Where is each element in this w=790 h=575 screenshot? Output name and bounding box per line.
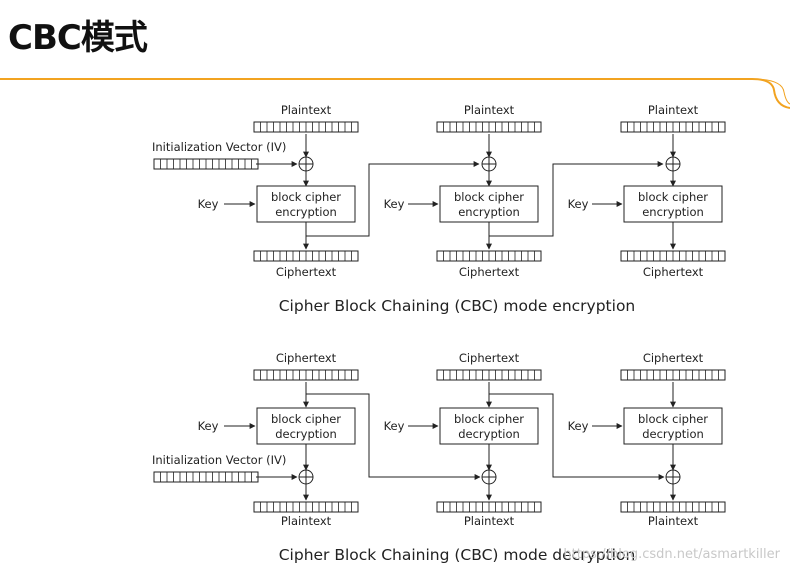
dec-xor-3 xyxy=(665,469,681,485)
enc-caption: Cipher Block Chaining (CBC) mode encrypt… xyxy=(279,297,636,315)
dec-block-line1-3: block cipher xyxy=(638,412,708,426)
dec-stage-2: Ciphertext block cipher decryption Key P… xyxy=(384,351,542,528)
dec-ciphertext-block-2 xyxy=(436,369,542,381)
dec-iv-block xyxy=(153,471,259,483)
enc-xor-1 xyxy=(298,156,314,172)
enc-plaintext-block-2 xyxy=(436,121,542,133)
enc-iv-block xyxy=(153,158,259,170)
enc-plaintext-label-1: Plaintext xyxy=(281,103,332,117)
dec-ciphertext-label-3: Ciphertext xyxy=(643,351,704,365)
enc-block-line2-2: encryption xyxy=(458,205,520,219)
enc-block-line1-3: block cipher xyxy=(638,190,708,204)
enc-block-cipher-1 xyxy=(256,185,356,223)
enc-block-line1-2: block cipher xyxy=(454,190,524,204)
encryption-diagram: Plaintext block cipher encryption Key Ci… xyxy=(152,103,726,315)
orange-divider xyxy=(0,78,790,109)
slide-title: CBC模式 xyxy=(8,18,148,58)
enc-stage-2: Plaintext block cipher encryption Key Ci… xyxy=(384,103,542,279)
dec-stage-1: Ciphertext block cipher decryption Key P… xyxy=(152,351,359,528)
dec-xor-1 xyxy=(298,469,314,485)
enc-block-line2-1: encryption xyxy=(275,205,337,219)
dec-key-label-1: Key xyxy=(198,419,219,433)
enc-block-line2-3: encryption xyxy=(642,205,704,219)
enc-chain-1 xyxy=(306,161,480,237)
dec-ciphertext-block-1 xyxy=(253,369,359,381)
enc-xor-3 xyxy=(665,156,681,172)
dec-block-line2-3: decryption xyxy=(642,427,704,441)
dec-stage-3: Ciphertext block cipher decryption Key P… xyxy=(568,351,726,528)
enc-ciphertext-block-1 xyxy=(253,250,359,262)
enc-chain-2 xyxy=(489,161,664,237)
dec-block-line1-2: block cipher xyxy=(454,412,524,426)
dec-ciphertext-label-1: Ciphertext xyxy=(276,351,337,365)
watermark: https://blog.csdn.net/asmartkiller xyxy=(563,547,780,562)
dec-plaintext-block-1 xyxy=(253,501,359,513)
dec-plaintext-label-3: Plaintext xyxy=(648,514,699,528)
enc-ciphertext-label-3: Ciphertext xyxy=(643,265,704,279)
enc-stage-3: Plaintext block cipher encryption Key Ci… xyxy=(568,103,726,279)
enc-ciphertext-block-2 xyxy=(436,250,542,262)
dec-block-line2-2: decryption xyxy=(458,427,520,441)
dec-iv-label: Initialization Vector (IV) xyxy=(152,453,286,467)
enc-block-cipher-2 xyxy=(439,185,539,223)
dec-caption: Cipher Block Chaining (CBC) mode decrypt… xyxy=(279,546,636,564)
dec-chain-2 xyxy=(489,393,665,480)
dec-chain-1 xyxy=(306,393,481,480)
enc-plaintext-block-3 xyxy=(620,121,726,133)
dec-block-line2-1: decryption xyxy=(275,427,337,441)
dec-key-label-3: Key xyxy=(568,419,589,433)
dec-xor-2 xyxy=(481,469,497,485)
enc-plaintext-label-2: Plaintext xyxy=(464,103,515,117)
dec-block-cipher-2 xyxy=(439,407,539,445)
enc-iv-label: Initialization Vector (IV) xyxy=(152,140,286,154)
enc-key-label-3: Key xyxy=(568,197,589,211)
enc-xor-2 xyxy=(481,156,497,172)
enc-ciphertext-block-3 xyxy=(620,250,726,262)
enc-key-label-1: Key xyxy=(198,197,219,211)
dec-ciphertext-block-3 xyxy=(620,369,726,381)
enc-plaintext-block-1 xyxy=(253,121,359,133)
enc-ciphertext-label-2: Ciphertext xyxy=(459,265,520,279)
enc-stage-1: Plaintext block cipher encryption Key Ci… xyxy=(152,103,359,279)
enc-block-line1-1: block cipher xyxy=(271,190,341,204)
dec-key-label-2: Key xyxy=(384,419,405,433)
dec-plaintext-block-3 xyxy=(620,501,726,513)
enc-ciphertext-label-1: Ciphertext xyxy=(276,265,337,279)
decryption-diagram: Ciphertext block cipher decryption Key P… xyxy=(152,351,726,564)
enc-plaintext-label-3: Plaintext xyxy=(648,103,699,117)
divider-curve-inner xyxy=(751,78,790,105)
enc-key-label-2: Key xyxy=(384,197,405,211)
dec-ciphertext-label-2: Ciphertext xyxy=(459,351,520,365)
dec-plaintext-label-1: Plaintext xyxy=(281,514,332,528)
dec-plaintext-block-2 xyxy=(436,501,542,513)
dec-block-line1-1: block cipher xyxy=(271,412,341,426)
dec-plaintext-label-2: Plaintext xyxy=(464,514,515,528)
